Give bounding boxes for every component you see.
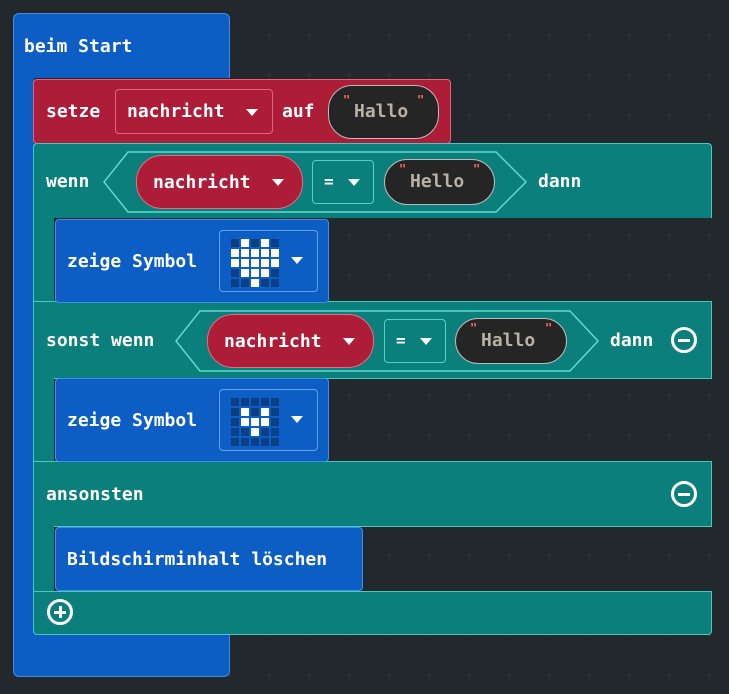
led-off (231, 269, 239, 277)
icon-picker-1[interactable] (219, 230, 318, 292)
small-heart-icon (231, 398, 279, 446)
led-on (271, 249, 279, 257)
text-value: Hallo (354, 101, 409, 122)
chevron-down-icon (272, 179, 284, 186)
variable-dropdown[interactable]: nachricht (115, 89, 273, 134)
led-on (241, 249, 249, 257)
remove-else-if-icon[interactable] (671, 327, 697, 353)
condition1-variable: nachricht (153, 172, 251, 193)
led-off (251, 438, 259, 446)
led-on (241, 239, 249, 247)
led-off (231, 398, 239, 406)
variable-name: nachricht (127, 101, 225, 122)
led-off (231, 408, 239, 416)
led-on (261, 418, 269, 426)
led-off (271, 398, 279, 406)
led-on (261, 269, 269, 277)
else-if-label: sonst wenn (46, 330, 155, 351)
led-off (241, 279, 249, 287)
then-label-2: dann (610, 330, 654, 351)
condition2-variable: nachricht (224, 331, 322, 352)
led-on (251, 418, 259, 426)
show-icon-label-1: zeige Symbol (67, 251, 198, 272)
led-off (271, 279, 279, 287)
icon-picker-2[interactable] (219, 389, 318, 451)
led-off (271, 438, 279, 446)
clear-screen-block[interactable] (55, 527, 363, 591)
open-quote-icon: " (343, 93, 351, 107)
condition2-operator-dropdown[interactable]: = (384, 319, 446, 363)
led-off (261, 428, 269, 436)
led-on (231, 259, 239, 267)
on-start-block[interactable] (13, 13, 728, 678)
led-on (251, 279, 259, 287)
led-off (251, 408, 259, 416)
clear-screen-label: Bildschirminhalt löschen (67, 549, 328, 570)
led-off (261, 438, 269, 446)
open-quote-icon: " (470, 321, 478, 335)
add-else-if-icon[interactable] (47, 599, 73, 625)
led-off (231, 428, 239, 436)
to-label: auf (282, 101, 315, 122)
led-off (271, 428, 279, 436)
close-quote-icon: " (545, 321, 553, 335)
led-on (251, 259, 259, 267)
if-label: wenn (46, 171, 90, 192)
led-on (231, 249, 239, 257)
heart-icon (231, 239, 279, 287)
led-on (261, 408, 269, 416)
led-on (261, 259, 269, 267)
show-icon-label-2: zeige Symbol (67, 410, 198, 431)
chevron-down-icon (291, 416, 303, 423)
led-off (231, 279, 239, 287)
led-on (251, 428, 259, 436)
on-start-label: beim Start (24, 36, 133, 57)
led-off (271, 269, 279, 277)
remove-else-icon[interactable] (671, 481, 697, 507)
led-on (261, 239, 269, 247)
condition2-text: Hallo (481, 330, 536, 351)
condition1-text: Hello (410, 171, 465, 192)
led-off (231, 418, 239, 426)
led-on (251, 249, 259, 257)
then-label: dann (538, 171, 582, 192)
led-on (251, 269, 259, 277)
led-off (261, 398, 269, 406)
led-on (241, 259, 249, 267)
led-on (261, 249, 269, 257)
text-value-input[interactable]: " Hallo " (328, 85, 439, 139)
led-off (241, 428, 249, 436)
led-on (271, 259, 279, 267)
led-off (231, 438, 239, 446)
chevron-down-icon (291, 257, 303, 264)
condition2-text-input[interactable]: " Hallo " (455, 318, 567, 364)
led-on (241, 408, 249, 416)
condition1-variable-dropdown[interactable]: nachricht (136, 155, 303, 209)
chevron-down-icon (246, 109, 258, 116)
led-off (271, 408, 279, 416)
led-off (251, 239, 259, 247)
led-off (241, 438, 249, 446)
chevron-down-icon (348, 179, 360, 186)
condition2-variable-dropdown[interactable]: nachricht (207, 314, 374, 368)
led-on (241, 269, 249, 277)
chevron-down-icon (420, 338, 432, 345)
close-quote-icon: " (417, 93, 425, 107)
condition1-operator: = (324, 172, 334, 191)
close-quote-icon: " (473, 162, 481, 176)
set-label: setze (46, 101, 101, 122)
else-label: ansonsten (46, 484, 144, 505)
condition1-text-input[interactable]: " Hello " (384, 159, 495, 205)
led-off (271, 239, 279, 247)
led-off (251, 398, 259, 406)
led-off (231, 239, 239, 247)
condition1-operator-dropdown[interactable]: = (312, 160, 374, 204)
open-quote-icon: " (399, 162, 407, 176)
led-off (271, 418, 279, 426)
led-on (241, 418, 249, 426)
led-off (241, 398, 249, 406)
led-off (261, 279, 269, 287)
condition2-operator: = (396, 331, 406, 350)
chevron-down-icon (343, 338, 355, 345)
